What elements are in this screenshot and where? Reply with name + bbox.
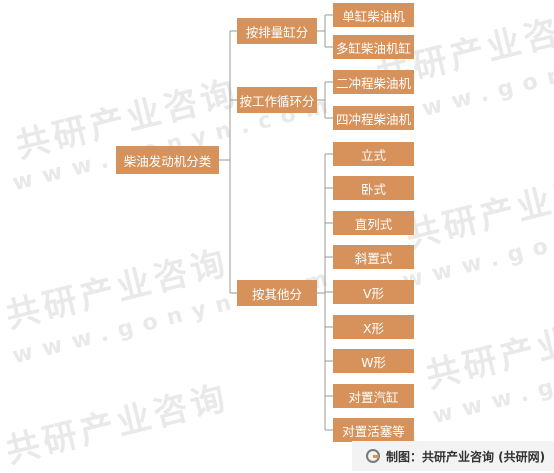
group-node-other: 按其他分	[237, 280, 317, 306]
logo-icon	[366, 449, 380, 463]
leaf-node: 卧式	[333, 176, 414, 200]
leaf-node: 单缸柴油机	[333, 3, 414, 27]
leaf-node: 直列式	[333, 211, 414, 235]
leaf-node: 立式	[333, 142, 414, 166]
leaf-node: 对置汽缸	[333, 384, 414, 408]
group-node-cycle: 按工作循环分	[237, 87, 317, 113]
leaf-node: X形	[333, 315, 414, 339]
leaf-node: 多缸柴油机缸	[333, 35, 414, 59]
leaf-node: 斜置式	[333, 245, 414, 269]
source-footer: 制图：共研产业咨询 (共研网)	[352, 441, 554, 471]
footer-text: 制图：共研产业咨询 (共研网)	[386, 449, 546, 464]
leaf-node: 四冲程柴油机	[333, 106, 414, 130]
leaf-node: W形	[333, 349, 414, 373]
group-node-displacement: 按排量缸分	[237, 18, 317, 44]
leaf-node: 对置活塞等	[333, 418, 414, 442]
leaf-node: V形	[333, 280, 414, 304]
root-node: 柴油发动机分类	[116, 146, 219, 174]
leaf-node: 二冲程柴油机	[333, 70, 414, 94]
